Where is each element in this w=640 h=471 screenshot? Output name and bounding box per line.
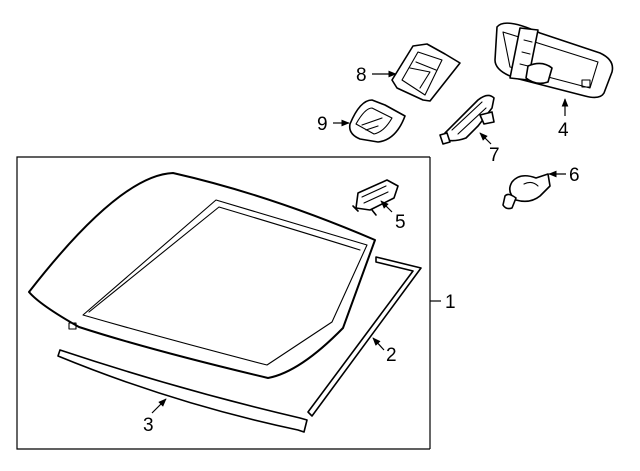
callout-1: 1 [445,292,456,313]
callout-2: 2 [386,345,397,366]
callout-9: 9 [317,114,328,135]
lower-cover [348,99,406,143]
callout-3: 3 [143,415,154,436]
callout-8: 8 [356,65,367,86]
windshield-glass [28,172,376,379]
callout-7: 7 [489,145,500,166]
rain-sensor [502,173,551,210]
side-molding [307,256,422,417]
leader-lines [151,70,569,414]
upper-cover [391,43,461,102]
callout-6: 6 [569,165,580,186]
callout-4: 4 [558,120,569,141]
lower-molding [57,349,308,433]
assembly-frame [16,156,431,450]
callout-5: 5 [395,212,406,233]
rearview-mirror [494,22,614,99]
sensor-mount [439,94,495,145]
bracket-clip [352,179,399,216]
